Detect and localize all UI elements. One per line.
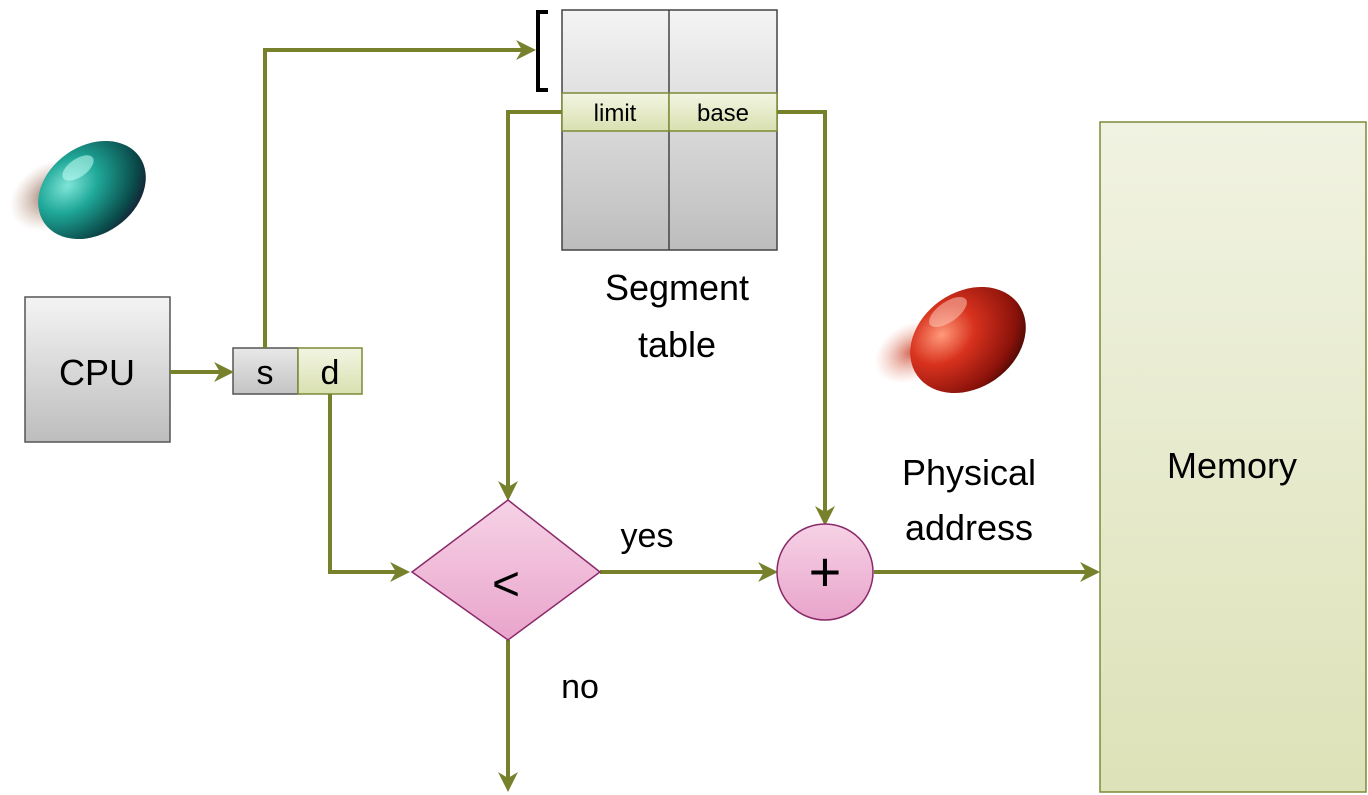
offset-label: d [321,354,340,392]
memory-label: Memory [1167,445,1297,486]
no-label: no [561,668,599,706]
cpu-label: CPU [59,352,135,393]
red-capsule-icon [874,286,1026,394]
physical-address-line2: address [905,507,1033,548]
physical-address-line1: Physical [902,452,1036,493]
yes-label: yes [621,517,674,555]
segment-number-label: s [257,354,274,392]
adder-circle: + [776,523,874,621]
segment-table-caption-line2: table [638,324,716,365]
limit-label: limit [594,100,637,127]
compare-symbol: < [492,558,520,611]
segment-table-caption-line1: Segment [605,267,749,308]
offset-to-compare-arrow [328,394,410,582]
memory-block: Memory [1099,121,1367,793]
compare-diamond: < [410,499,602,641]
segment-to-table-arrow [263,40,536,348]
base-to-adder-arrow [777,110,835,526]
table-bracket [536,10,548,92]
segment-table-entry: limit base [561,92,778,132]
segment-table: limit base Segment table [561,9,778,365]
teal-capsule-icon [9,140,146,240]
base-label: base [697,100,749,127]
logical-address: s d [232,347,363,395]
cpu-box: CPU [24,296,171,443]
adder-symbol: + [809,540,842,603]
connectors [170,40,1100,792]
limit-to-compare-arrow [498,110,562,501]
